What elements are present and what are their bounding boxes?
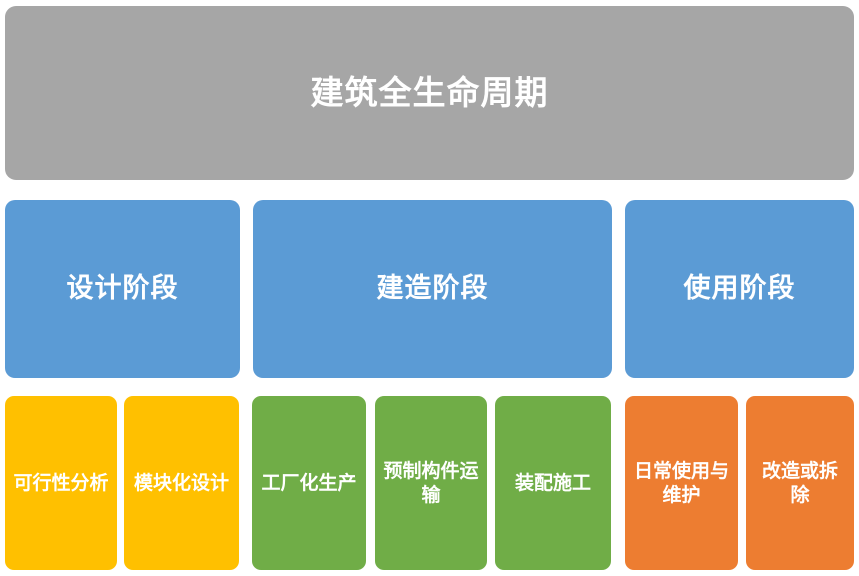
node-building-lifecycle-root[interactable]: 建筑全生命周期	[5, 6, 854, 180]
node-task-feasibility-analysis[interactable]: 可行性分析	[5, 396, 117, 570]
node-task-factory-production[interactable]: 工厂化生产	[252, 396, 366, 570]
node-label: 可行性分析	[13, 471, 109, 494]
node-task-retrofit-or-demolition[interactable]: 改造或拆除	[746, 396, 854, 570]
node-label: 预制构件运输	[383, 459, 479, 506]
node-label: 建造阶段	[376, 272, 489, 304]
node-task-daily-use-maintenance[interactable]: 日常使用与维护	[625, 396, 738, 570]
node-phase-design[interactable]: 设计阶段	[5, 200, 240, 378]
node-phase-operation[interactable]: 使用阶段	[625, 200, 854, 378]
node-label: 装配施工	[514, 471, 591, 494]
node-phase-construction[interactable]: 建造阶段	[253, 200, 612, 378]
node-label: 使用阶段	[683, 272, 796, 304]
node-label: 日常使用与维护	[633, 459, 729, 506]
node-label: 改造或拆除	[761, 459, 838, 506]
node-label: 工厂化生产	[261, 471, 357, 494]
node-task-modular-design[interactable]: 模块化设计	[124, 396, 239, 570]
node-task-assembly-construction[interactable]: 装配施工	[495, 396, 611, 570]
node-task-prefab-transport[interactable]: 预制构件运输	[375, 396, 487, 570]
node-label: 建筑全生命周期	[310, 72, 549, 112]
node-label: 模块化设计	[133, 471, 229, 494]
node-label: 设计阶段	[66, 272, 179, 304]
